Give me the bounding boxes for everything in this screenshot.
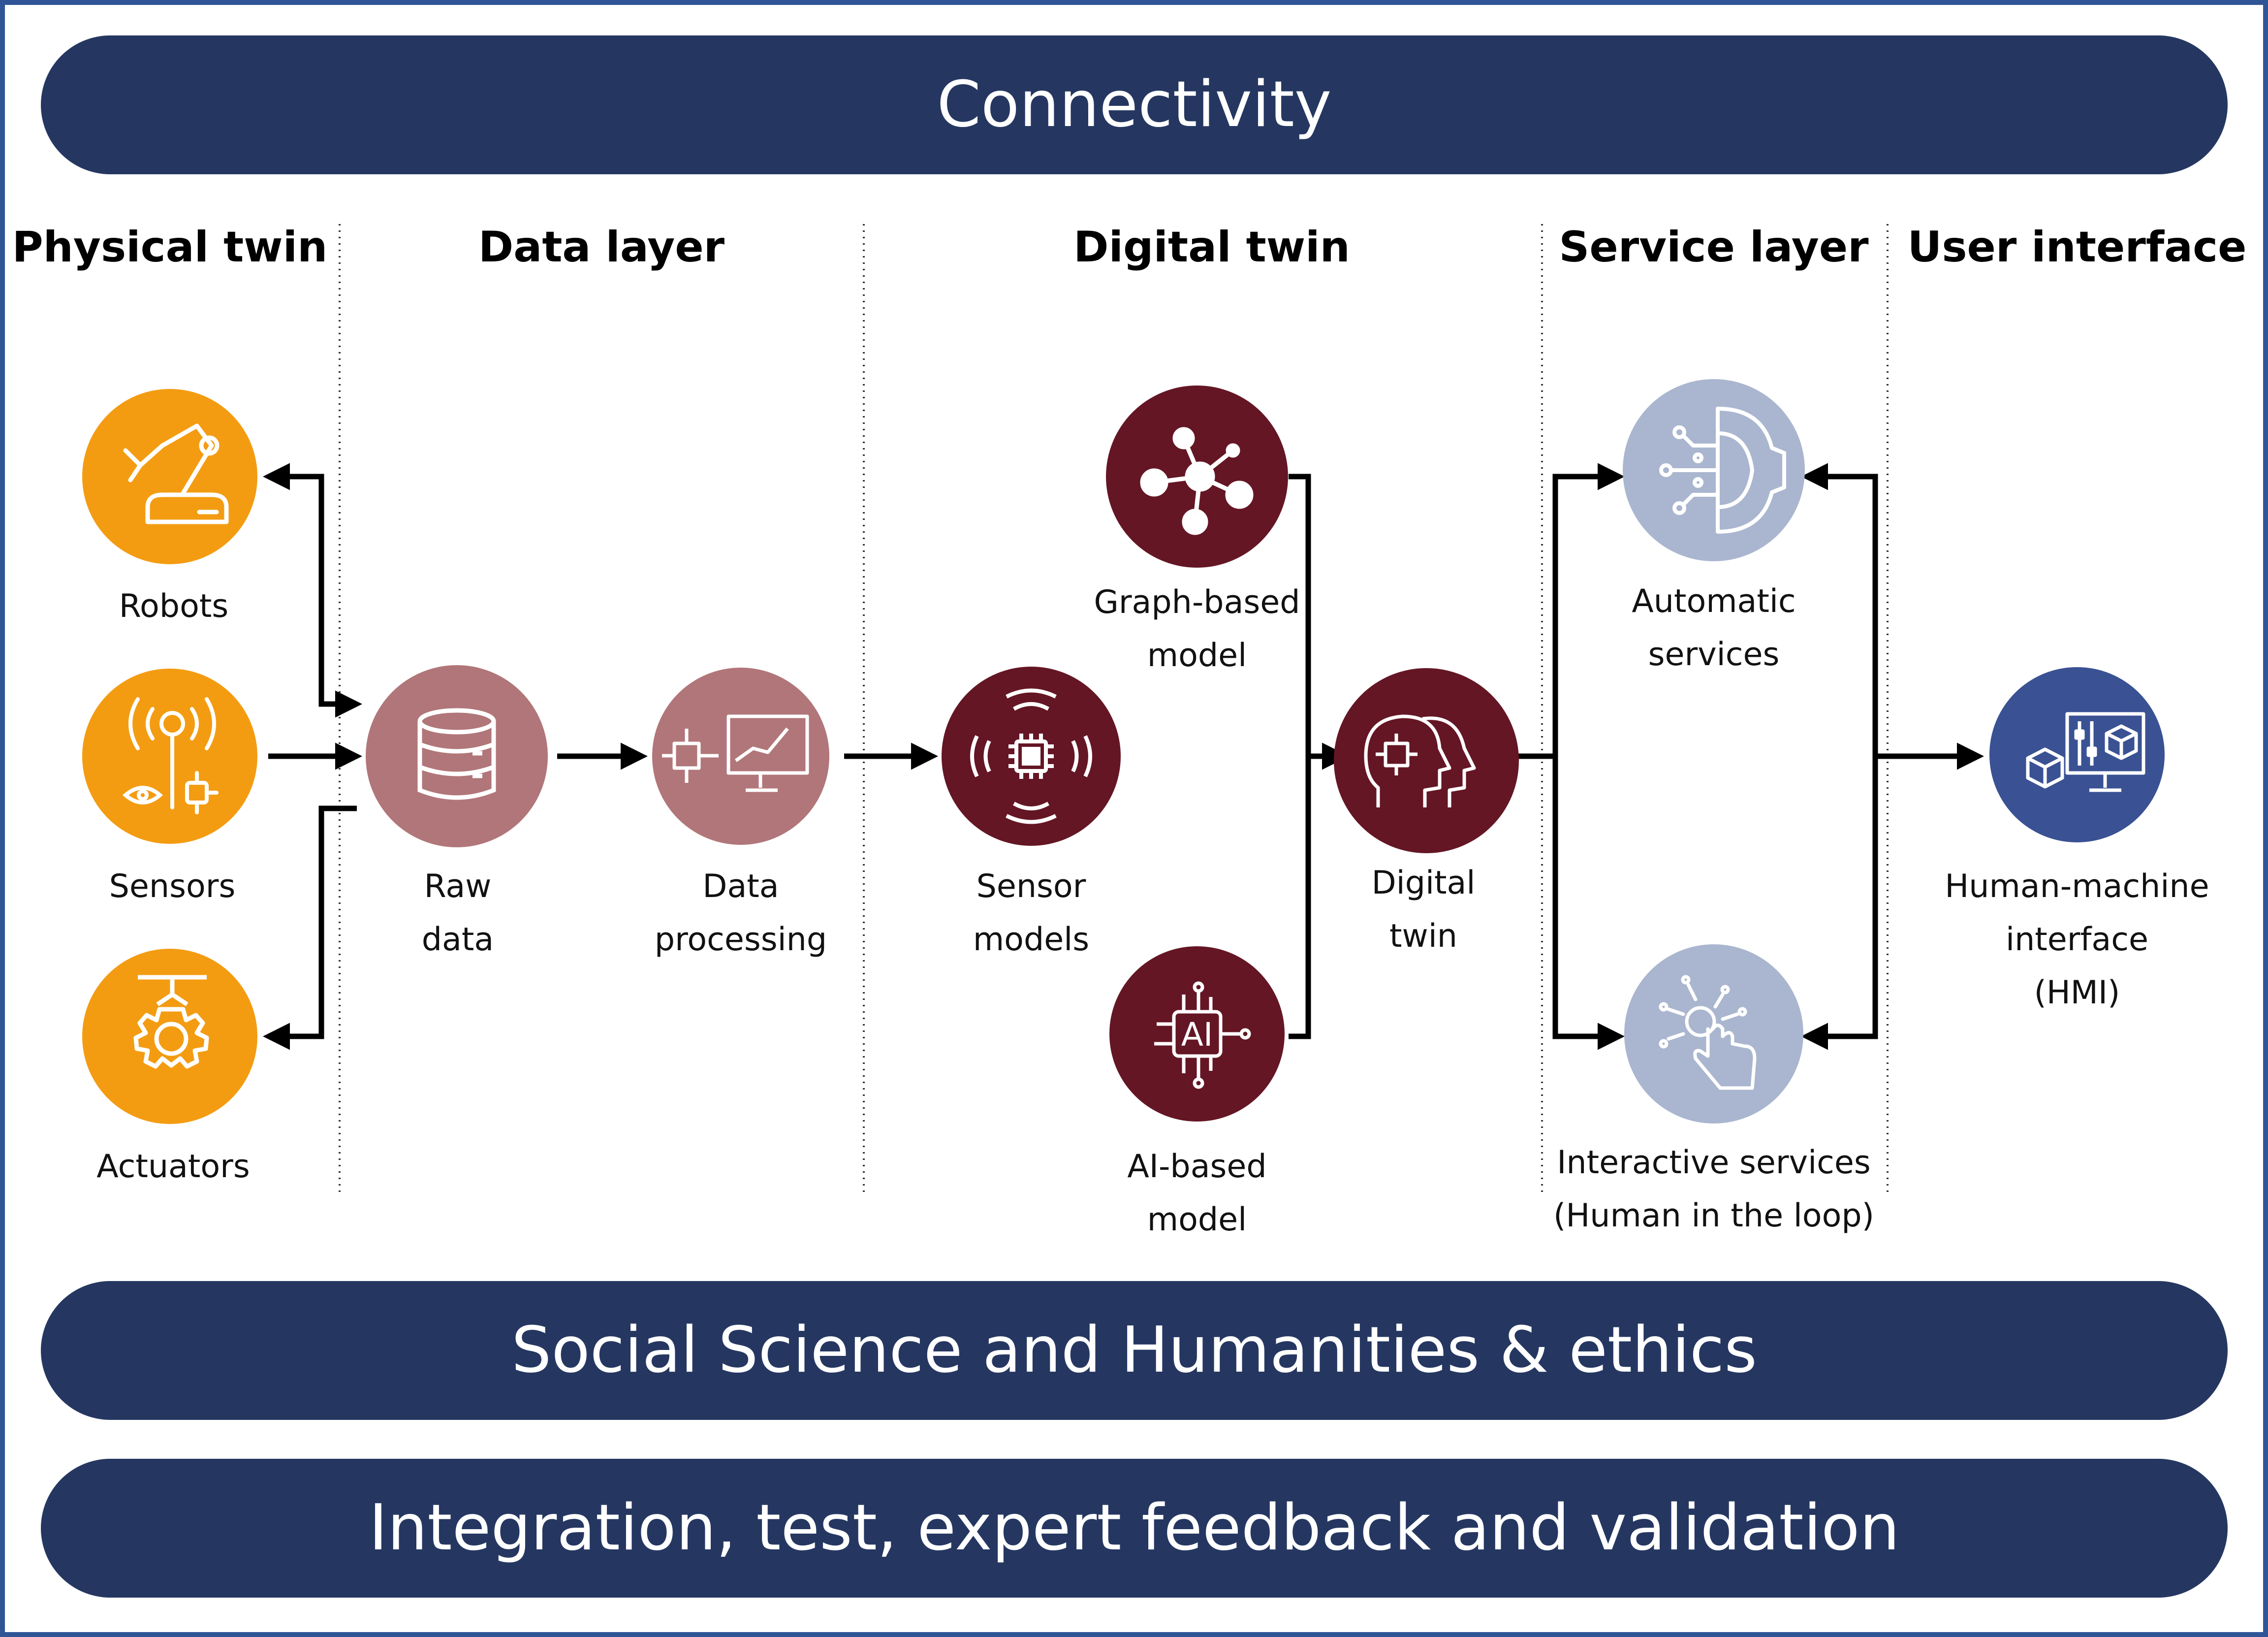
ai-model-label: AI-based model: [1127, 1148, 1267, 1238]
connectivity-band: Connectivity: [41, 35, 2228, 174]
automatic-services-node: [1623, 379, 1805, 561]
ai-model-node: AI: [1109, 946, 1285, 1122]
automatic-services-label: Automatic services: [1632, 583, 1796, 673]
ai-chip-label: AI: [1181, 1016, 1213, 1054]
graph-model-label: Graph-based model: [1094, 584, 1300, 674]
data-processing-node: [652, 668, 829, 845]
half-gear-circuit-icon: [1659, 407, 1786, 534]
robots-node: [82, 389, 257, 564]
robot-arm-icon: [123, 423, 229, 524]
actuators-node: [82, 949, 257, 1124]
interactive-services-node: [1624, 944, 1803, 1123]
digital-twin-label: Digital twin: [1371, 865, 1476, 955]
actuators-label: Actuators: [96, 1148, 250, 1185]
digital-twin-node: [1334, 668, 1519, 853]
monitor-sliders-icon: [2026, 712, 2145, 792]
raw-data-label: Raw data: [421, 868, 494, 958]
arrow-hmi-to-automatic: [1801, 463, 1878, 756]
touch-hand-icon: [1659, 975, 1757, 1090]
column-header-user-interface: User interface: [1907, 223, 2247, 272]
gear-actuator-icon: [133, 975, 209, 1069]
sensor-models-label: Sensor models: [973, 868, 1090, 958]
ethics-band: Social Science and Humanities & ethics: [41, 1281, 2228, 1420]
connectors: [263, 463, 1984, 1050]
column-header-physical-twin: Physical twin: [12, 223, 328, 272]
twin-heads-icon: [1364, 714, 1476, 807]
arrow-twin-to-automatic: [1552, 463, 1625, 756]
ai-chip-icon: [1154, 981, 1251, 1089]
graph-model-node: [1106, 385, 1288, 568]
sensors-node: [82, 669, 257, 844]
raw-data-node: [366, 665, 548, 847]
arrow-hmi-to-interactive: [1801, 756, 1878, 1050]
arrow-to-actuators: [263, 805, 357, 1050]
hmi-node: [1989, 667, 2165, 842]
graph-network-icon: [1140, 427, 1254, 535]
column-header-data-layer: Data layer: [478, 223, 725, 272]
column-header-service-layer: Service layer: [1559, 223, 1869, 272]
sensor-antenna-icon: [122, 697, 219, 814]
data-processing-label: Data processing: [654, 868, 827, 958]
sensor-models-node: [942, 667, 1121, 846]
column-header-digital-twin: Digital twin: [1073, 223, 1350, 272]
robots-label: Robots: [119, 588, 229, 625]
arrow-twin-to-interactive: [1552, 756, 1625, 1050]
chip-signal-icon: [970, 688, 1092, 824]
database-icon: [417, 708, 496, 800]
monitor-chart-icon: [662, 714, 809, 792]
hmi-label: Human-machine interface (HMI): [1945, 868, 2209, 1011]
integration-band: Integration, test, expert feedback and v…: [41, 1459, 2228, 1598]
interactive-services-label: Interactive services (Human in the loop): [1553, 1144, 1874, 1234]
sensors-label: Sensors: [109, 868, 236, 905]
